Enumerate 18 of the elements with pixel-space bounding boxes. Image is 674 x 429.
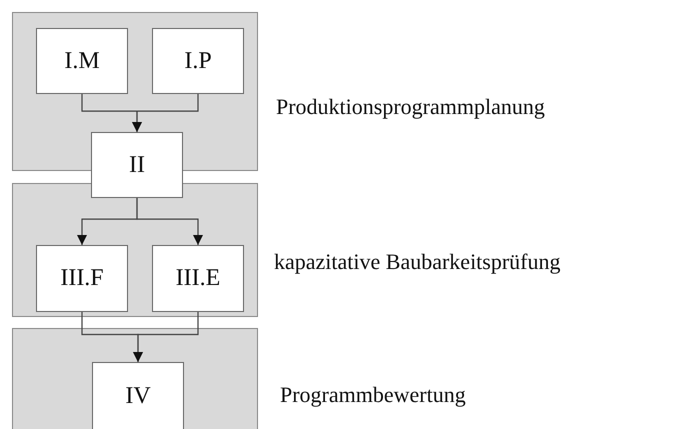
process-box bbox=[91, 132, 183, 198]
box-label: I.M bbox=[64, 48, 100, 74]
process-box bbox=[152, 245, 244, 312]
box-label: I.P bbox=[184, 48, 212, 74]
box-label: III.E bbox=[176, 265, 220, 292]
stage-label: Programmbewertung bbox=[280, 382, 466, 408]
process-box bbox=[36, 28, 128, 94]
stage-label: kapazitative Baubarkeitsprüfung bbox=[274, 249, 561, 275]
process-box bbox=[36, 245, 128, 312]
stage-label: Produktionsprogrammplanung bbox=[276, 94, 545, 120]
connector-arrow bbox=[136, 198, 203, 245]
box-label: III.F bbox=[60, 265, 104, 292]
connector-arrow bbox=[133, 312, 199, 362]
process-box bbox=[152, 28, 244, 94]
box-label: IV bbox=[125, 382, 151, 410]
process-box bbox=[92, 362, 184, 429]
connector-arrow bbox=[132, 94, 199, 132]
box-label: II bbox=[129, 152, 145, 178]
